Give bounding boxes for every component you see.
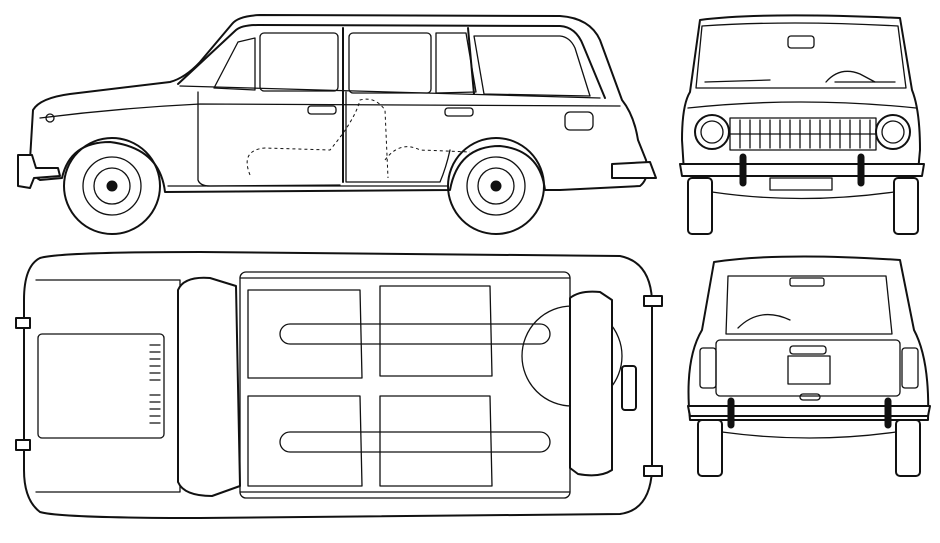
right-headlight — [875, 114, 911, 150]
roof — [239, 271, 571, 499]
rear-door-window — [348, 32, 432, 94]
front-license-plate — [769, 177, 833, 191]
rear-license-plate — [787, 355, 831, 385]
rear-door-handle-top — [621, 365, 637, 411]
front-view — [679, 14, 925, 235]
side-view — [17, 14, 657, 235]
rear-right-tire — [895, 419, 921, 477]
right-tail-light — [901, 347, 919, 389]
front-right-seat — [247, 395, 363, 487]
rear-view — [687, 255, 931, 477]
rear-wheel — [447, 137, 545, 235]
rear-window — [725, 275, 893, 335]
left-headlight — [694, 114, 730, 150]
top-rear-window — [569, 290, 613, 477]
rear-seat-left — [379, 285, 493, 377]
front-bumper — [17, 154, 61, 189]
fuel-cap — [564, 111, 594, 131]
front-wheel — [63, 137, 161, 235]
rear-view-mirror — [787, 35, 815, 49]
right-mirror-top — [15, 439, 31, 451]
quarter-window — [213, 37, 256, 91]
top-view — [15, 251, 663, 519]
front-bumper-front — [679, 163, 925, 177]
side-marker-light — [45, 113, 55, 123]
windshield — [695, 22, 907, 89]
hood-panel — [37, 333, 165, 439]
rear-bumper-back — [687, 405, 931, 417]
left-tail-light — [699, 347, 717, 389]
top-windshield — [177, 276, 241, 497]
rear-bumper — [611, 161, 657, 179]
rear-side-window — [473, 35, 591, 97]
rear-left-tire — [697, 419, 723, 477]
rear-door-handle — [444, 107, 474, 117]
front-door-window — [259, 32, 339, 92]
front-right-tire — [893, 177, 919, 235]
rear-seat-right — [379, 395, 493, 487]
front-left-tire — [687, 177, 713, 235]
front-door-handle — [307, 105, 337, 115]
front-left-seat — [247, 289, 363, 379]
tailgate — [715, 339, 901, 397]
left-mirror-top — [15, 317, 31, 329]
tailgate-handle — [789, 345, 827, 355]
